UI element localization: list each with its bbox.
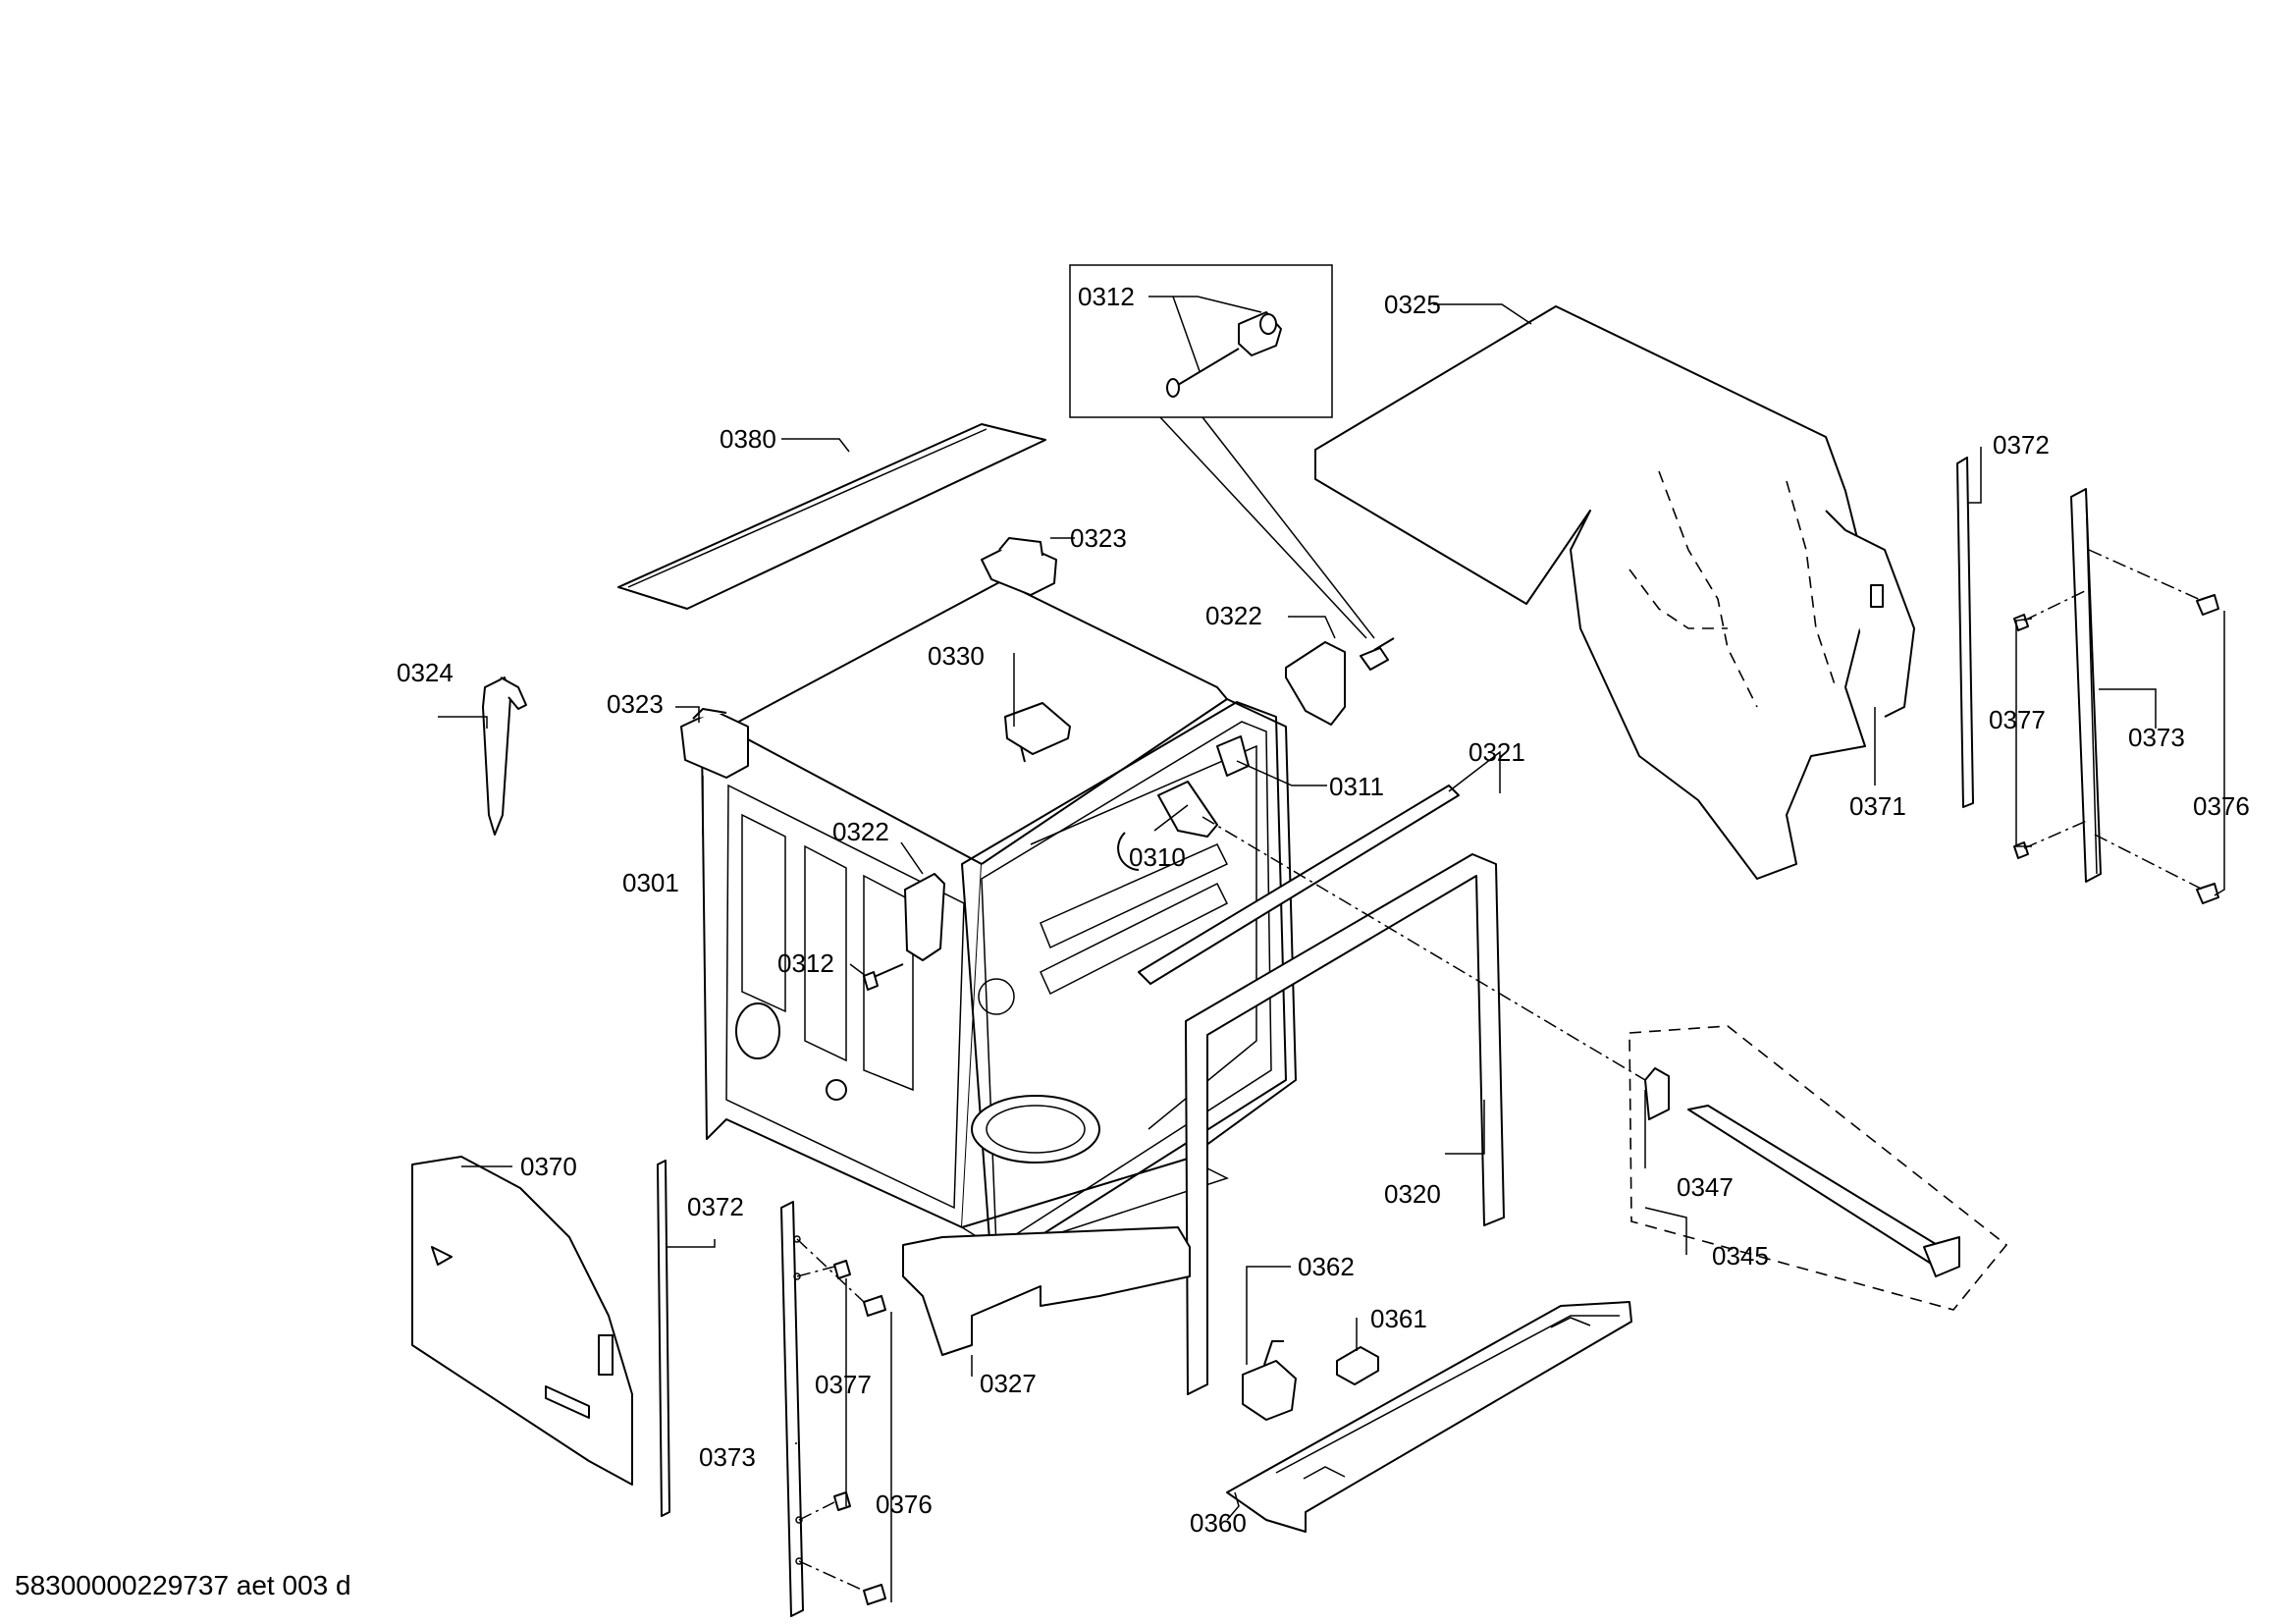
label-0325: 0325 — [1384, 290, 1441, 319]
label-0320: 0320 — [1384, 1179, 1441, 1209]
part-0310-hinge-arm — [1117, 781, 1218, 871]
detail-inset-0312 — [1069, 264, 1375, 639]
label-0322-right: 0322 — [1205, 601, 1262, 630]
part-0324-bracket — [482, 677, 527, 836]
assembly-axis-line — [1201, 816, 1646, 1081]
label-0323-left: 0323 — [607, 689, 664, 719]
label-0376-right: 0376 — [2193, 791, 2250, 821]
part-labels: 0312 0325 0380 0323 0372 0322 0330 0324 … — [397, 282, 2250, 1538]
part-0321-gasket-top — [1138, 785, 1460, 985]
part-0370-side-panel — [411, 1156, 633, 1486]
label-0323-top: 0323 — [1070, 523, 1127, 553]
part-0373-left-rail — [780, 1201, 804, 1617]
label-0327: 0327 — [980, 1369, 1037, 1398]
part-0345-assembly — [1629, 1025, 2008, 1311]
part-0361-clip — [1336, 1346, 1379, 1385]
part-0372-left-strip — [657, 1160, 670, 1517]
part-0323-bracket-top — [981, 537, 1057, 596]
label-0361: 0361 — [1370, 1304, 1427, 1333]
label-0371: 0371 — [1849, 791, 1906, 821]
part-0380-top-strip — [617, 423, 1046, 610]
knob-0312-detail — [1238, 311, 1282, 356]
part-0360-base-tray — [1226, 1301, 1632, 1533]
part-0322-bracket-right — [1285, 637, 1395, 726]
label-0380: 0380 — [720, 424, 776, 454]
part-0372-right-strip — [1956, 457, 1974, 808]
label-0301: 0301 — [622, 868, 679, 897]
label-0347: 0347 — [1677, 1172, 1734, 1202]
screws-0377-0376-left — [796, 1238, 886, 1605]
label-0373-left: 0373 — [699, 1442, 756, 1472]
label-0311: 0311 — [1329, 772, 1384, 801]
label-0373-right: 0373 — [2128, 723, 2185, 752]
part-0330-latch — [1004, 702, 1071, 763]
document-id: 58300000229737 aet 003 d — [15, 1570, 351, 1600]
label-0312-detail: 0312 — [1078, 282, 1135, 311]
part-0373-right-rail — [2070, 488, 2102, 883]
label-0312: 0312 — [777, 948, 834, 978]
label-0360: 0360 — [1190, 1508, 1247, 1538]
label-0377-right: 0377 — [1989, 705, 2046, 734]
label-0345: 0345 — [1712, 1241, 1769, 1271]
label-0370: 0370 — [520, 1152, 577, 1181]
label-0377-left: 0377 — [815, 1370, 872, 1399]
label-0310: 0310 — [1129, 842, 1186, 872]
screw-0312-detail — [1166, 348, 1240, 398]
label-0372-right: 0372 — [1993, 430, 2050, 460]
part-0327-kickplate — [902, 1226, 1191, 1356]
label-0376-left: 0376 — [876, 1489, 933, 1519]
label-0330: 0330 — [928, 641, 985, 671]
part-0320-door-seal — [1185, 853, 1505, 1395]
leader-lines — [438, 296, 2225, 1602]
label-0324: 0324 — [397, 658, 454, 687]
part-0325-insulation — [1314, 305, 1915, 880]
part-0312-screw — [863, 963, 904, 991]
label-0322-left: 0322 — [832, 817, 889, 846]
part-0323-bracket-left — [680, 708, 749, 779]
label-0321: 0321 — [1468, 737, 1525, 767]
part-0362-switch — [1242, 1340, 1297, 1421]
label-0372-left: 0372 — [687, 1192, 744, 1221]
part-0322-bracket-left — [904, 873, 945, 961]
label-0362: 0362 — [1298, 1252, 1355, 1281]
